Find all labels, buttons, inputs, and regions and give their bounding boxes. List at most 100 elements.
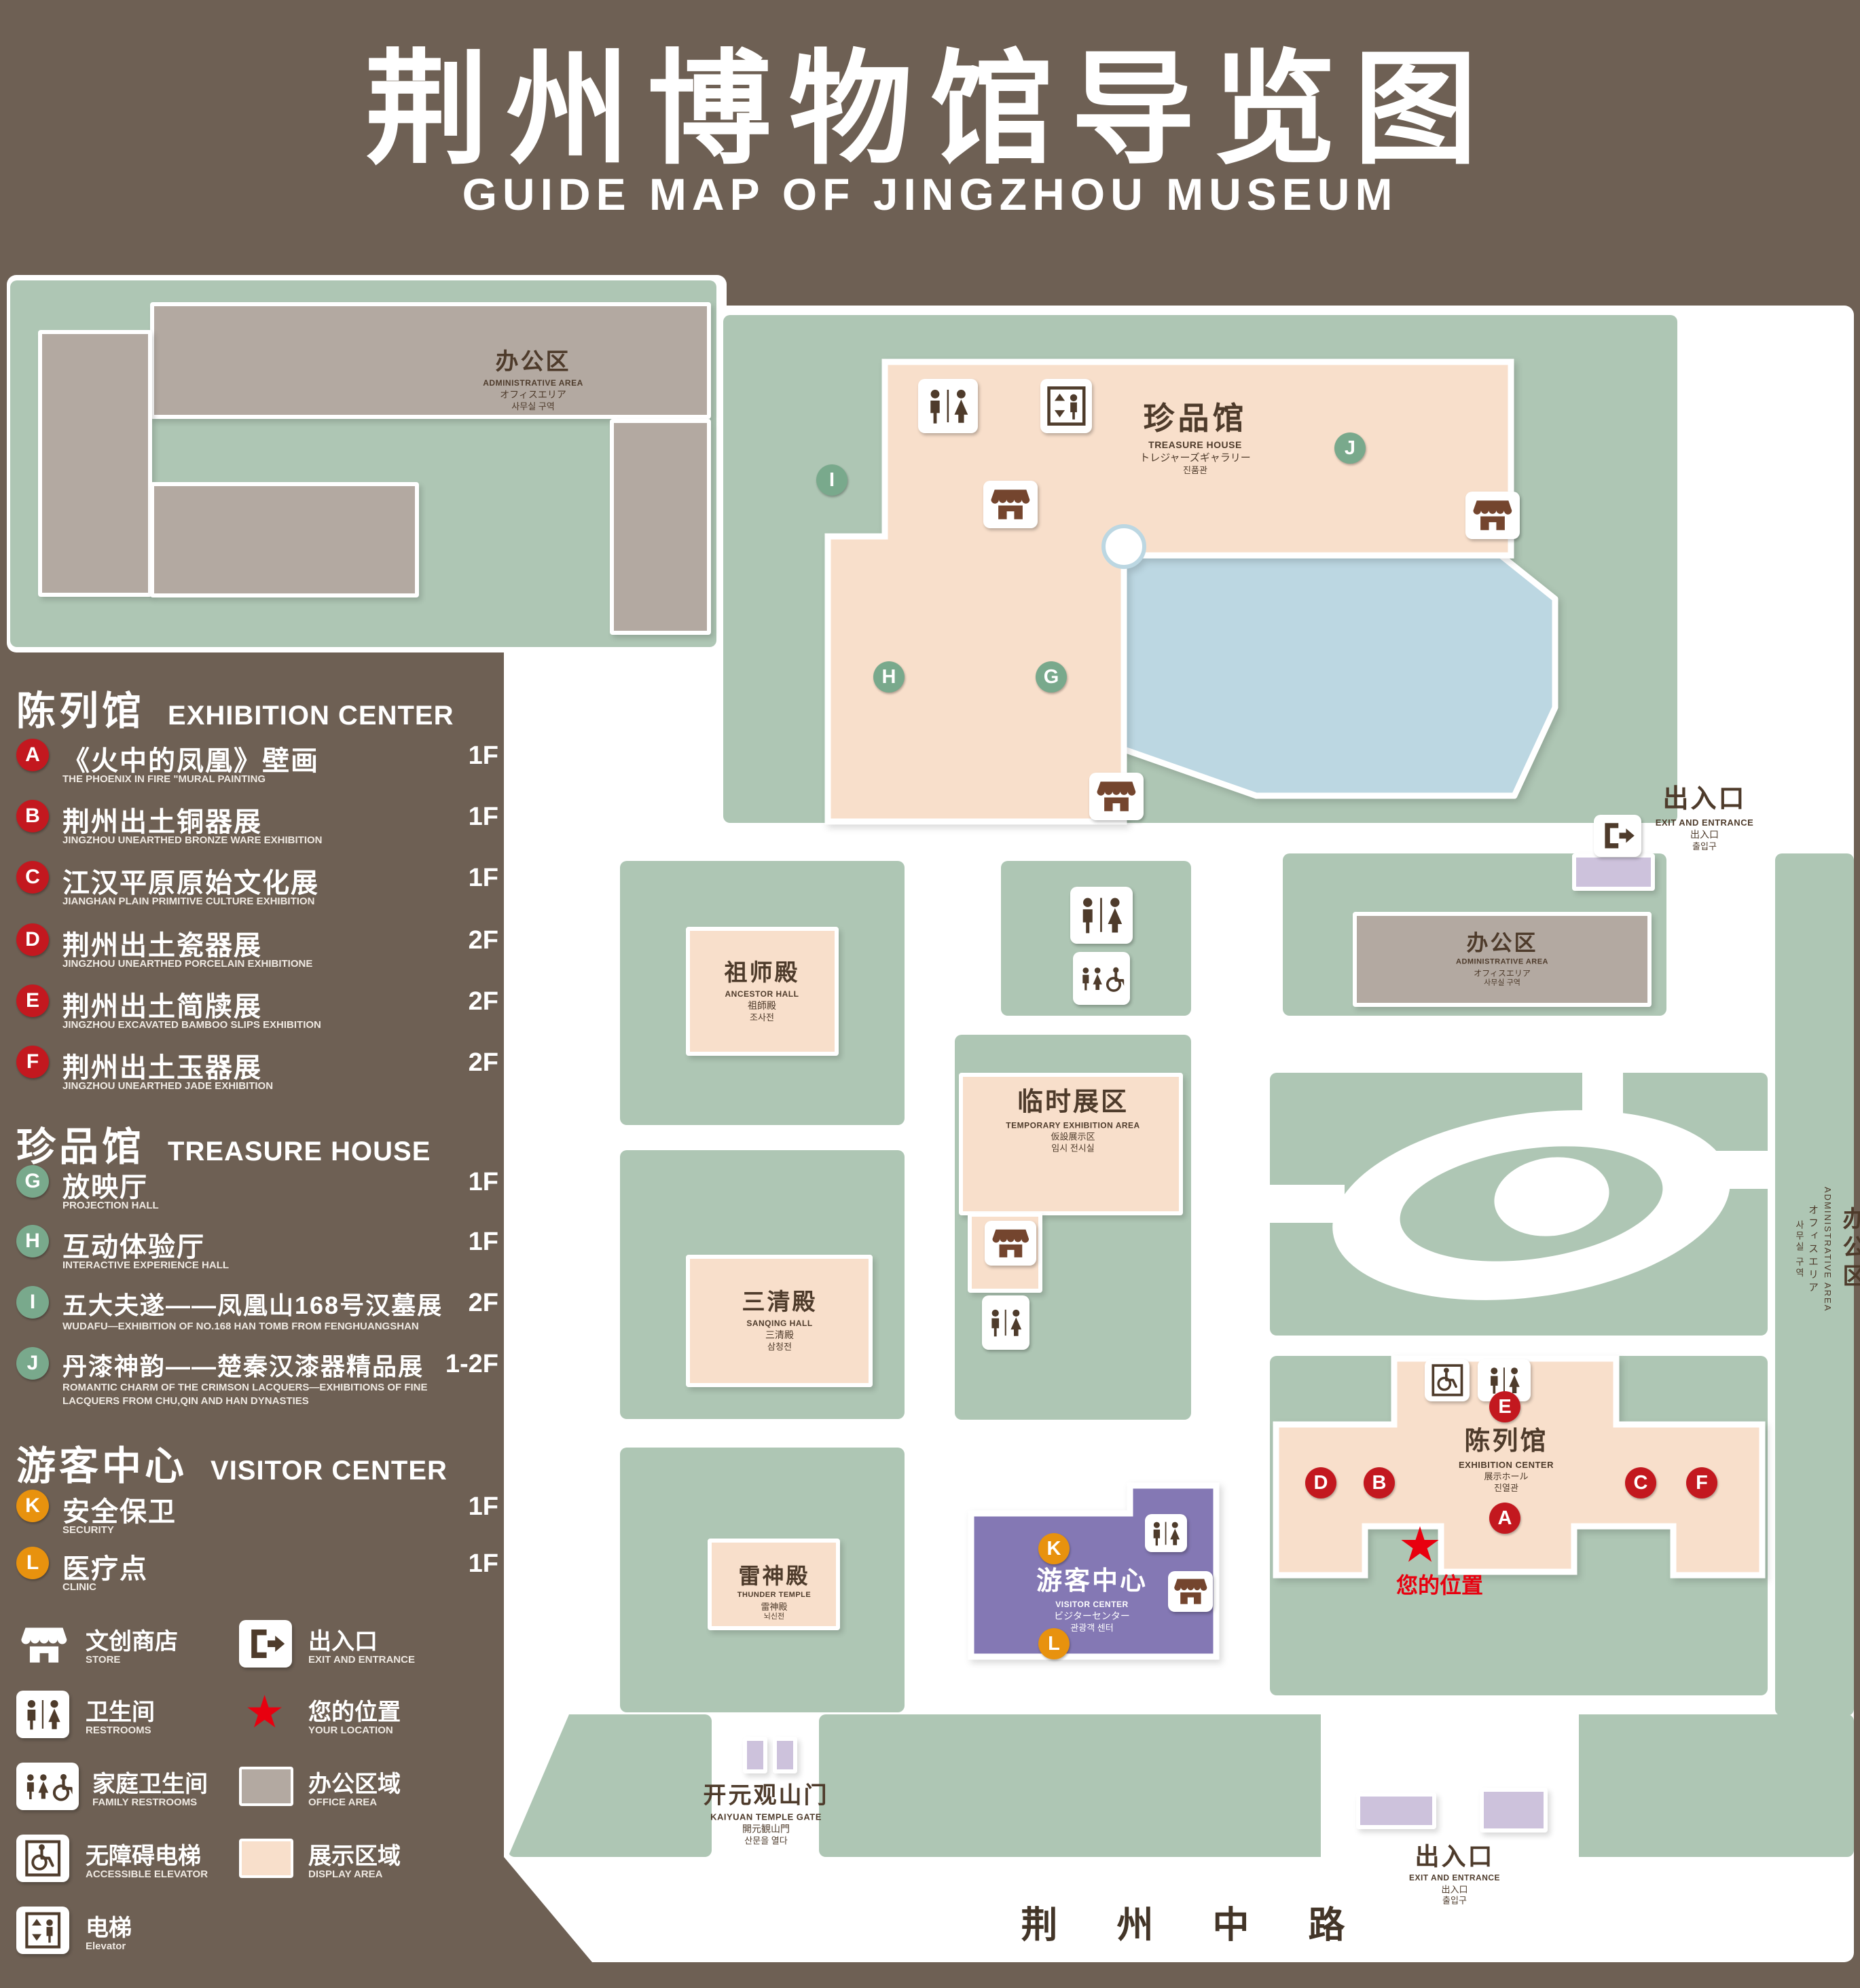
item-title-zh: 荆州出土简牍展 (62, 992, 262, 1022)
legend-label-zh: 出入口 (308, 1629, 378, 1655)
map-pin-f: F (1686, 1467, 1717, 1498)
exhibit-item-h: H 互动体验厅 INTERACTIVE EXPERIENCE HALL 1F (16, 1225, 500, 1287)
legend-label-en: EXIT AND ENTRANCE (308, 1654, 415, 1665)
exhibit-item-f: F 荆州出土玉器展 JINGZHOU UNEARTHED JADE EXHIBI… (16, 1046, 500, 1108)
restroom-icon (982, 1295, 1029, 1350)
item-title-en: JINGZHOU EXCAVATED BAMBOO SLIPS EXHIBITI… (62, 1019, 321, 1031)
accessible-elevator-icon (16, 1835, 69, 1882)
exhibit-item-c: C 江汉平原原始文化展 JIANGHAN PLAIN PRIMITIVE CUL… (16, 861, 500, 923)
elevator-icon (16, 1907, 69, 1954)
item-letter-badge: K (16, 1490, 49, 1522)
item-floor: 1F (468, 803, 498, 831)
building-sanqing-hall (686, 1255, 873, 1387)
label-thunder-temple: 雷神殿 THUNDER TEMPLE 雷神殿 뇌신전 (737, 1563, 811, 1621)
label-ko: 임시 전시실 (1051, 1142, 1095, 1153)
label-sanqing-hall: 三清殿 SANQING HALL 三清殿 삼청전 (742, 1289, 818, 1352)
legend-label-en: FAMILY RESTROOMS (92, 1797, 198, 1808)
restroom-icon (918, 379, 978, 433)
exhibit-item-d: D 荆州出土瓷器展 JINGZHOU UNEARTHED PORCELAIN E… (16, 923, 500, 986)
label-zh: 游客中心 (1036, 1566, 1148, 1596)
label-ja: オフィスエリア (1807, 1204, 1819, 1295)
gate-block-west (743, 1737, 767, 1773)
family-restroom-icon (16, 1763, 79, 1810)
legend-label-zh: 卫生间 (86, 1699, 155, 1725)
family-restroom-icon (1073, 952, 1130, 1005)
legend-office-area: 办公区域 OFFICE AREA (239, 1763, 463, 1824)
label-exit-east: 出入口 EXIT AND ENTRANCE 出入口 출입구 (1656, 784, 1754, 852)
store-icon (985, 1221, 1036, 1266)
legend-label-zh: 展示区域 (308, 1843, 401, 1869)
label-zh: 临时展区 (1017, 1088, 1129, 1117)
visitor-item-l: L 医疗点 CLINIC 1F (16, 1547, 500, 1609)
label-ja: 祖師殿 (748, 1000, 776, 1012)
label-admin-northwest: 办公区 ADMINISTRATIVE AREA オフィスエリア 사무실 구역 (483, 348, 583, 412)
item-floor: 1F (468, 741, 498, 770)
label-zh: 办公区 (1839, 1207, 1860, 1292)
item-letter-badge: L (16, 1547, 49, 1579)
item-title-en: ROMANTIC CHARM OF THE CRIMSON LACQUERS—E… (62, 1382, 428, 1407)
garden-path-east (1684, 1151, 1769, 1189)
item-letter-badge: J (16, 1347, 49, 1380)
label-en: ADMINISTRATIVE AREA (1823, 1186, 1833, 1312)
exit-icon (1594, 815, 1641, 857)
label-en: SANQING HALL (746, 1319, 813, 1329)
item-floor: 1-2F (445, 1350, 498, 1378)
item-floor: 1F (468, 864, 498, 892)
visitor-item-k: K 安全保卫 SECURITY 1F (16, 1490, 500, 1552)
entrance-block-south-west (1356, 1792, 1436, 1829)
label-en: ADMINISTRATIVE AREA (483, 378, 583, 388)
label-ko: 삼청전 (767, 1342, 792, 1352)
label-en: VISITOR CENTER (1055, 1599, 1129, 1609)
section-header-visitor-center: 游客中心 VISITOR CENTER (16, 1434, 448, 1491)
entrance-block-south-east (1480, 1788, 1548, 1833)
item-title-en: JINGZHOU UNEARTHED JADE EXHIBITION (62, 1080, 274, 1092)
exhibit-item-b: B 荆州出土铜器展 JINGZHOU UNEARTHED BRONZE WARE… (16, 800, 500, 862)
section-header-treasure-house: 珍品馆 TREASURE HOUSE (16, 1115, 431, 1172)
section-title-en: EXHIBITION CENTER (168, 701, 454, 731)
legend-label-zh: 电梯 (86, 1915, 132, 1941)
road-label: 荆 州 中 路 (1021, 1904, 1370, 1946)
map-title-zh: 荆州博物馆导览图 (365, 40, 1495, 179)
building-ancestor-hall (686, 927, 839, 1056)
building-admin-east (1353, 912, 1652, 1007)
exhibit-item-j: J 丹漆神韵——楚秦汉漆器精品展 ROMANTIC CHARM OF THE C… (16, 1347, 500, 1429)
building-thunder-temple (708, 1539, 840, 1630)
item-title-zh: 荆州出土玉器展 (62, 1053, 262, 1083)
building-admin-northwest-d (610, 419, 711, 635)
restroom-icon (16, 1691, 69, 1738)
label-temporary-exhibition: 临时展区 TEMPORARY EXHIBITION AREA 仮設展示区 임시 … (1006, 1087, 1139, 1153)
item-title-zh: 荆州出土瓷器展 (62, 931, 262, 961)
building-admin-northwest-a (150, 302, 711, 419)
map-title-en: GUIDE MAP OF JINGZHOU MUSEUM (462, 169, 1398, 219)
exit-icon (239, 1620, 292, 1668)
fountain (1101, 524, 1146, 569)
item-floor: 2F (468, 926, 498, 955)
label-your-location: 您的位置 (1396, 1572, 1483, 1598)
label-zh: 出入口 (1415, 1842, 1495, 1871)
label-ko: 사무실 구역 (1794, 1219, 1804, 1279)
section-title-zh: 游客中心 (16, 1444, 188, 1488)
section-title-en: TREASURE HOUSE (168, 1137, 431, 1166)
label-en: EXIT AND ENTRANCE (1408, 1873, 1501, 1883)
legend-label-zh: 家庭卫生间 (92, 1771, 208, 1797)
item-title-zh: 五大夫遂——凤凰山168号汉墓展 (62, 1291, 443, 1319)
garden-path-west (1270, 1185, 1345, 1223)
label-exhibition-center: 陈列馆 EXHIBITION CENTER 展示ホール 진열관 (1459, 1426, 1554, 1493)
exhibit-item-i: I 五大夫遂——凤凰山168号汉墓展 WUDAFU—EXHIBITION OF … (16, 1286, 500, 1348)
label-ko: 출입구 (1442, 1895, 1467, 1906)
label-zh: 出入口 (1662, 785, 1747, 814)
section-title-zh: 珍品馆 (16, 1125, 145, 1169)
building-treasure-house (824, 358, 1514, 825)
legend-label-zh: 办公区域 (308, 1771, 401, 1797)
item-letter-badge: G (16, 1165, 49, 1198)
label-zh: 您的位置 (1396, 1572, 1484, 1598)
label-ja: 仮設展示区 (1051, 1131, 1095, 1142)
legend-restrooms: 卫生间 RESTROOMS (16, 1691, 240, 1752)
legend-label-en: DISPLAY AREA (308, 1869, 383, 1880)
label-ja: 開元観山門 (742, 1824, 790, 1835)
label-zh: 办公区 (1466, 930, 1538, 955)
item-title-zh: 丹漆神韵——楚秦汉漆器精品展 (62, 1352, 424, 1380)
item-floor: 1F (468, 1492, 498, 1521)
legend-store: 文创商店 STORE (16, 1620, 240, 1681)
